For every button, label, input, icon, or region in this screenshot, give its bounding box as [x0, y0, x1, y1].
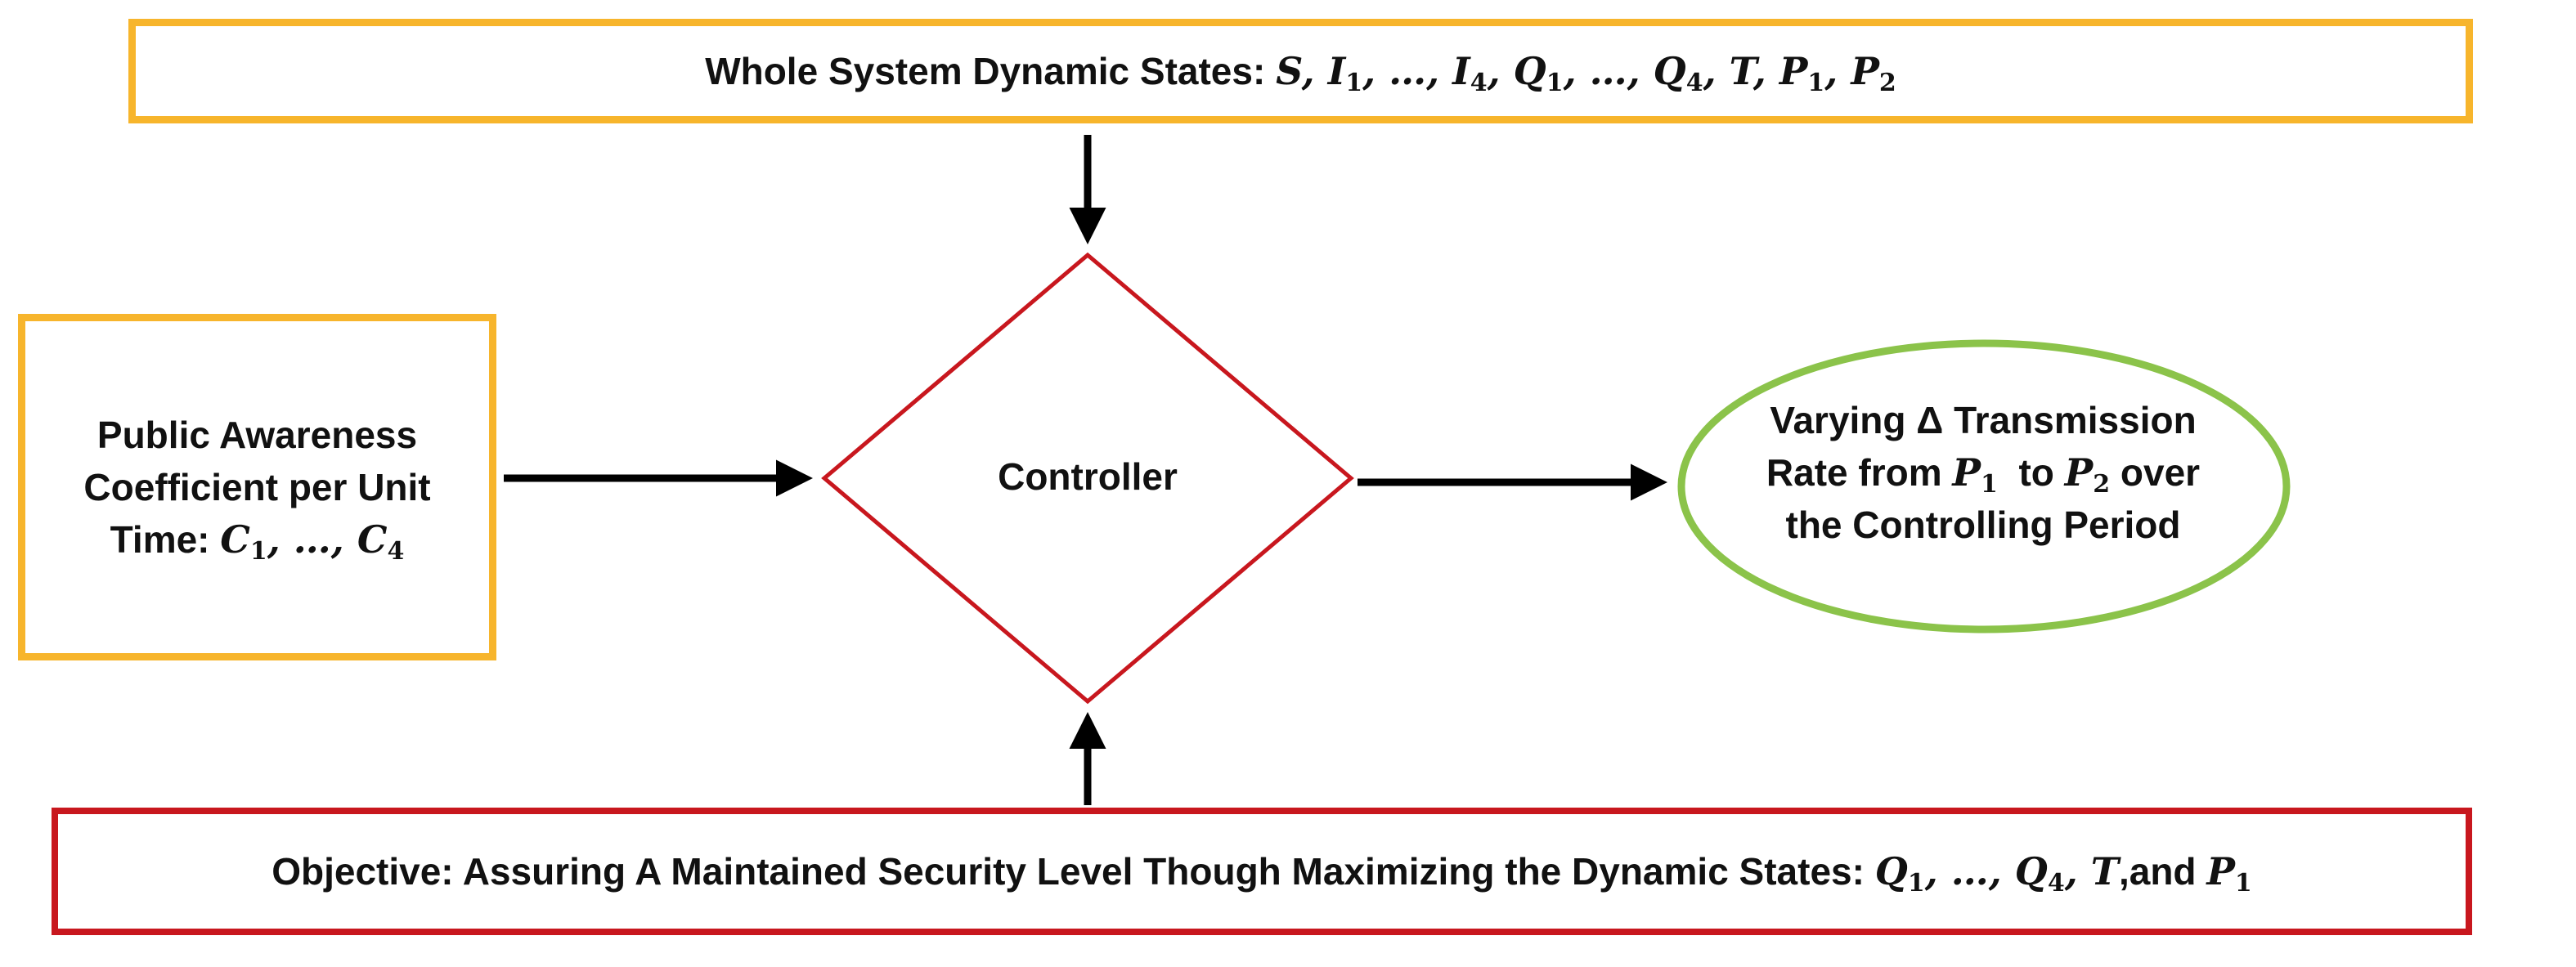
math-s: S [1276, 49, 1302, 93]
math-p1: P [1779, 49, 1808, 93]
objective-and: ,and [2118, 850, 2197, 893]
math-c4-sub: 4 [387, 537, 405, 566]
math-t: T [2090, 849, 2119, 893]
public-awareness-box: Public Awareness Coefficient per Unit Ti… [18, 314, 496, 660]
awareness-math: C1, …, C4 [220, 517, 404, 564]
controller-label: Controller [998, 455, 1178, 498]
math-q4-sub: 4 [1685, 69, 1703, 97]
output-math-p2: P2 [2064, 450, 2110, 497]
awareness-line-1: Public Awareness [96, 414, 418, 456]
objective-box: Objective: Assuring A Maintained Securit… [52, 808, 2472, 935]
math-p2: P [2064, 450, 2094, 495]
awareness-line-3: Time: C1, …, C4 [83, 513, 430, 566]
math-c1: C [220, 517, 250, 562]
math-p2-sub: 2 [1878, 69, 1896, 97]
output-math-p1: P1 [1952, 450, 1997, 497]
system-states-label: Whole System Dynamic States: [705, 50, 1266, 92]
math-q1-sub: 1 [1907, 869, 1925, 898]
output-line-2: Rate from P1 to P2 over [1685, 446, 2282, 499]
output-text: Varying Δ Transmission Rate from P1 to P… [1685, 394, 2282, 551]
math-p1-sub: 1 [1807, 69, 1825, 97]
public-awareness-text: Public Awareness Coefficient per Unit Ti… [83, 409, 430, 566]
output-line-1: Varying Δ Transmission [1770, 399, 2197, 441]
math-q4-sub: 4 [2047, 869, 2065, 898]
output-line-3: the Controlling Period [1785, 504, 2181, 546]
math-p2-sub: 2 [2093, 470, 2111, 499]
math-p1-sub: 1 [2234, 869, 2252, 898]
math-q4: Q [2014, 849, 2048, 893]
math-p1: P [1952, 450, 1981, 495]
math-p1: P [2206, 849, 2235, 893]
math-c4: C [357, 517, 388, 562]
output-line-2-mid: to [2018, 451, 2054, 494]
math-i1: I [1327, 49, 1346, 93]
math-p2: P [1851, 49, 1879, 93]
math-i4: I [1452, 49, 1470, 93]
controller-diamond [821, 252, 1354, 705]
objective-label: Objective: Assuring A Maintained Securit… [272, 850, 1865, 893]
awareness-line-3-prefix: Time: [110, 518, 210, 561]
math-sep: , …, [1563, 49, 1654, 93]
math-c1-sub: 1 [249, 537, 267, 566]
math-t: T [1729, 49, 1753, 93]
objective-text: Objective: Assuring A Maintained Securit… [272, 849, 2252, 898]
output-line-2-suffix: over [2120, 451, 2201, 494]
math-q1: Q [1874, 849, 1908, 893]
output-ellipse [1677, 339, 2291, 633]
system-states-math: S, I1, …, I4, Q1, …, Q4, T, P1, P2 [1276, 49, 1896, 97]
system-states-box: Whole System Dynamic States: S, I1, …, I… [128, 19, 2473, 123]
objective-math-p1: P1 [2206, 849, 2251, 896]
awareness-line-2: Coefficient per Unit [83, 466, 431, 508]
output-line-2-prefix: Rate from [1766, 451, 1942, 494]
objective-math: Q1, …, Q4, T [1874, 849, 2119, 898]
math-i4-sub: 4 [1470, 69, 1488, 97]
math-sep: , …, [267, 517, 357, 562]
math-q1-sub: 1 [1546, 69, 1564, 97]
math-p1-sub: 1 [1981, 470, 1998, 499]
math-q4: Q [1653, 49, 1686, 93]
math-sep: , …, [1924, 849, 2015, 893]
math-i1-sub: 1 [1345, 69, 1363, 97]
math-sep: , …, [1362, 49, 1453, 93]
math-q1: Q [1513, 49, 1546, 93]
system-states-text: Whole System Dynamic States: S, I1, …, I… [705, 49, 1896, 97]
